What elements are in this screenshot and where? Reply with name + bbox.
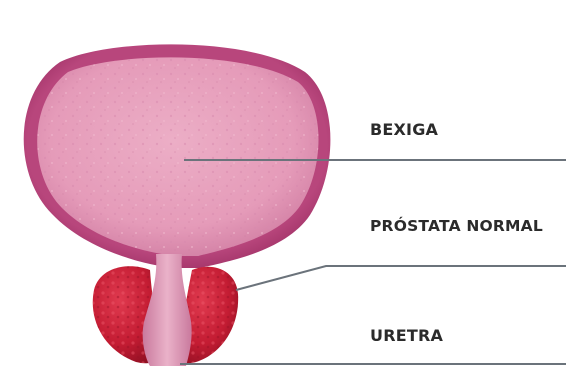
urethra-label: URETRA	[370, 326, 443, 345]
bladder-label: BEXIGA	[370, 120, 438, 139]
bladder	[24, 44, 331, 268]
prostate-leader-line	[236, 266, 566, 290]
prostate-label: PRÓSTATA NORMAL	[370, 217, 543, 235]
